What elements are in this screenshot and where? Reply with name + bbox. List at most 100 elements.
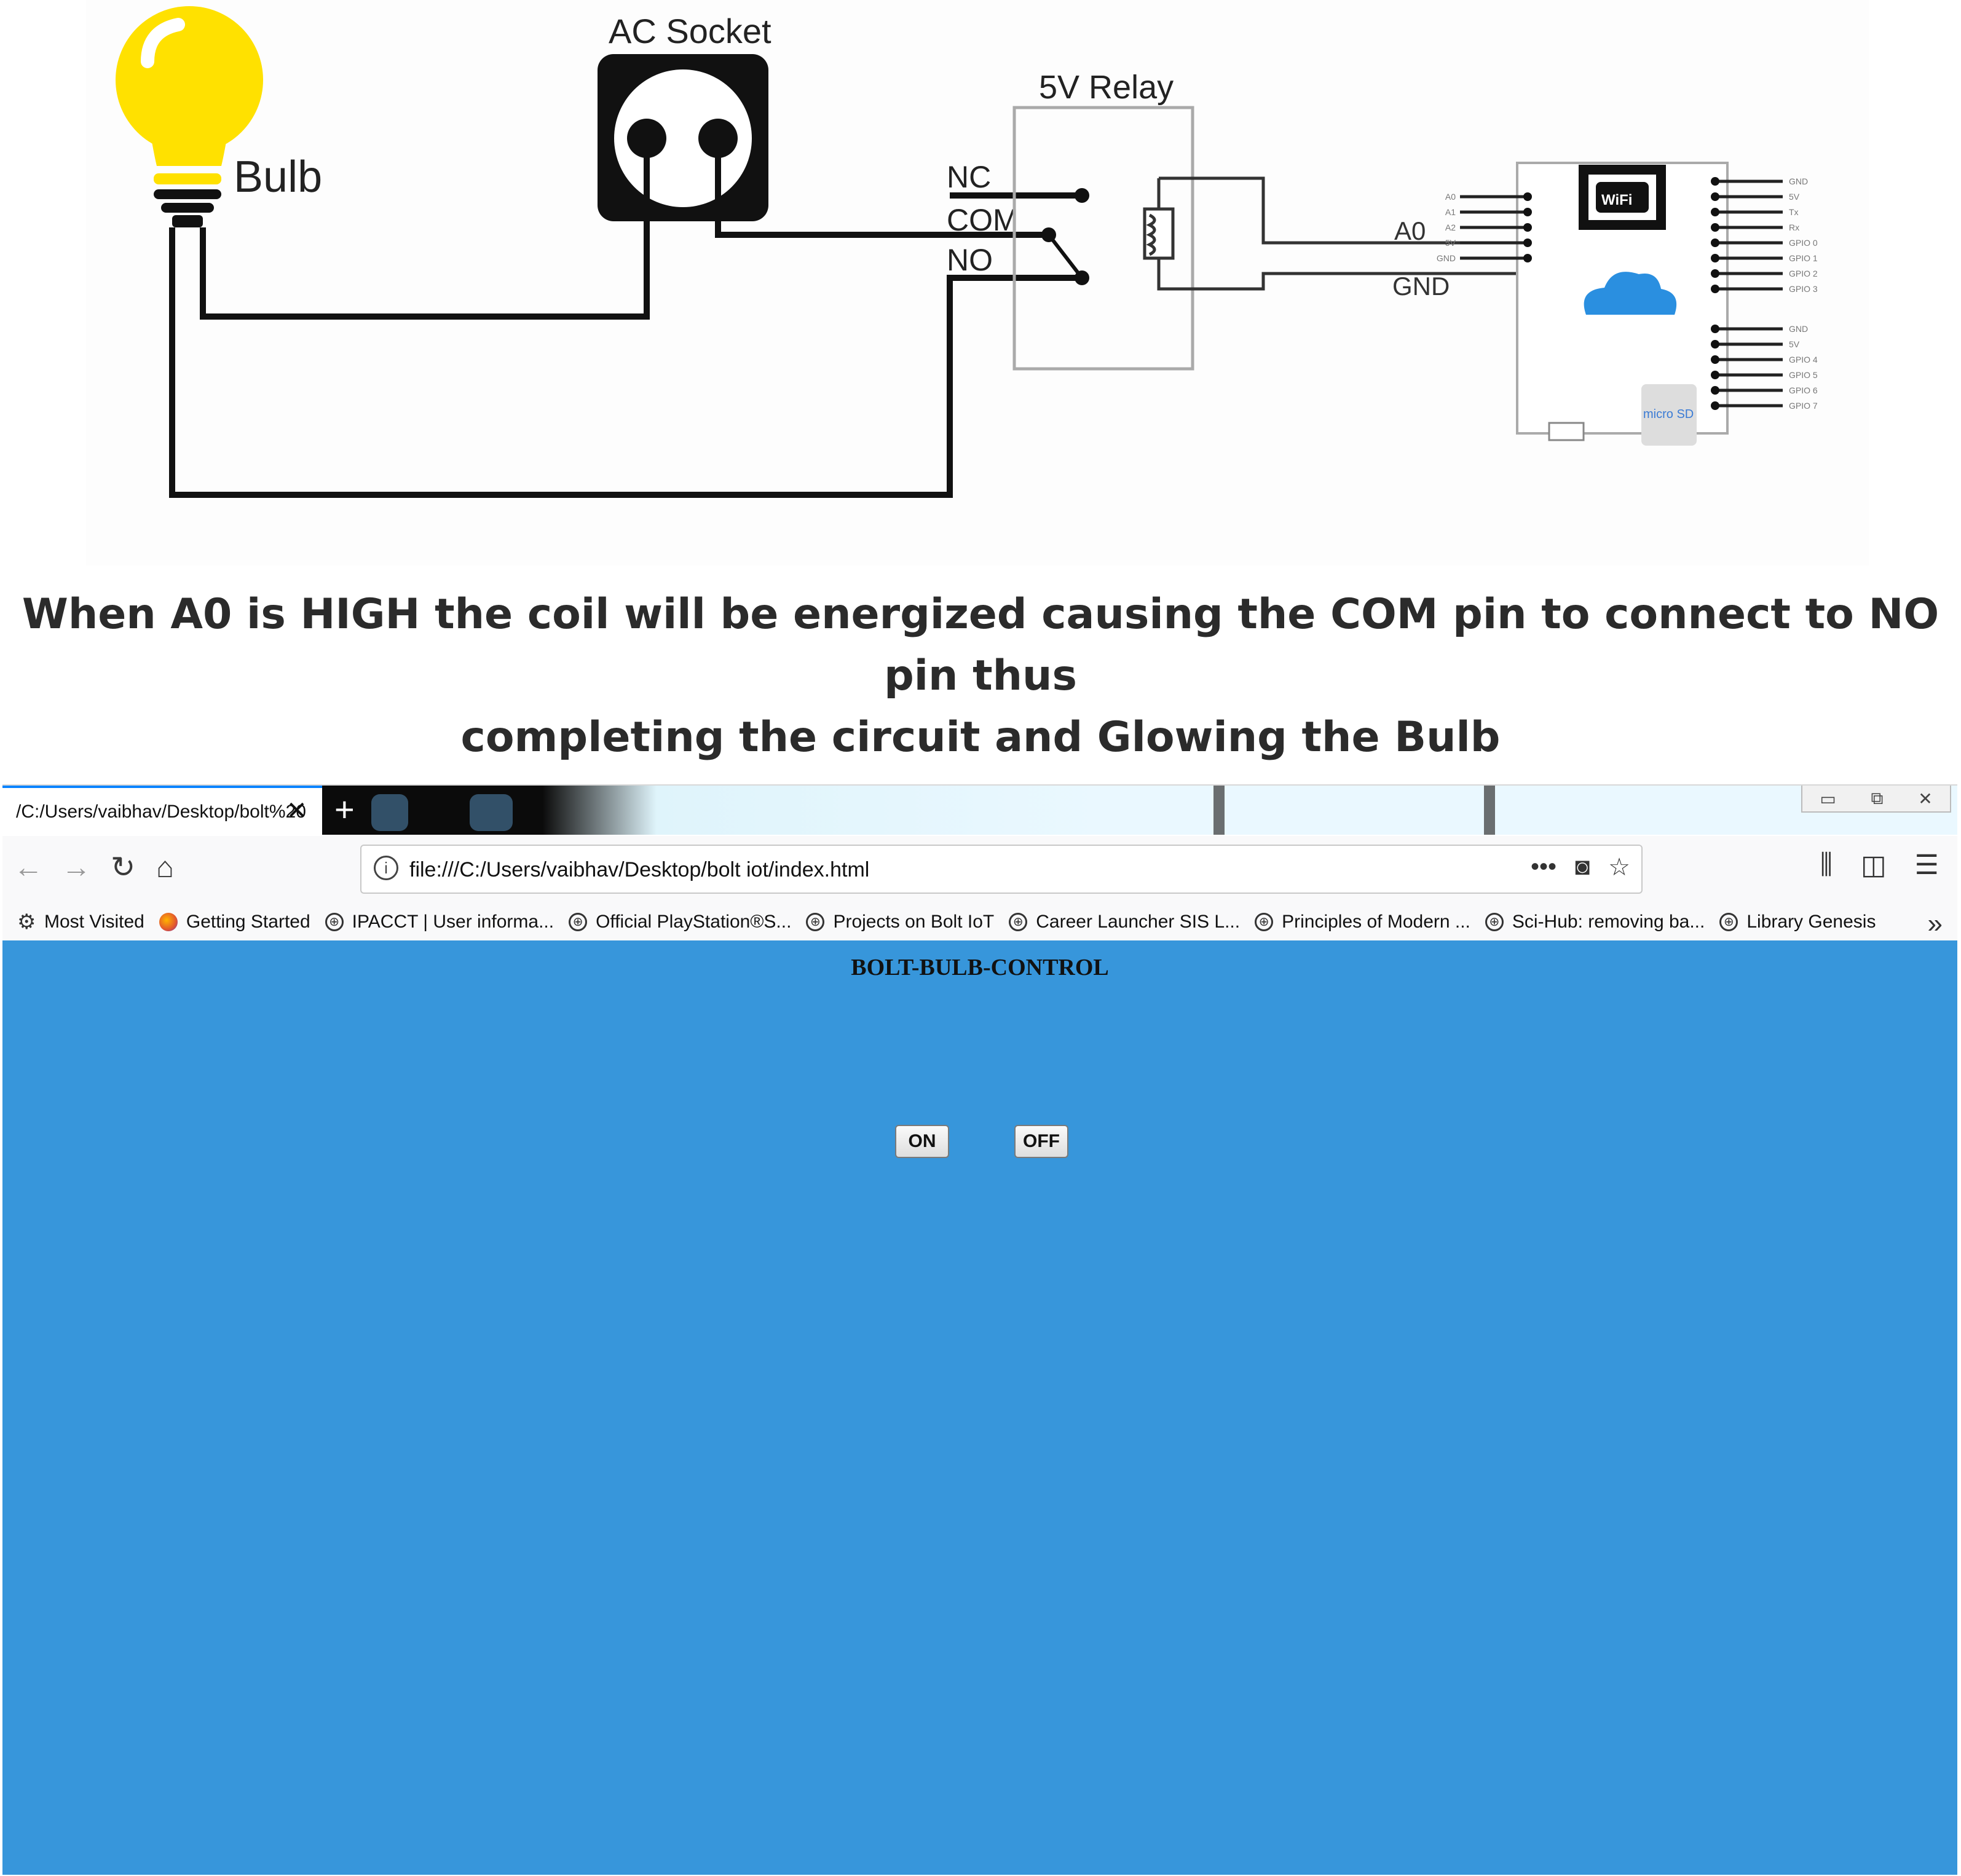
module-pin-dot: [1523, 238, 1532, 247]
a0-label: A0: [1394, 216, 1426, 245]
bookmark-getting-started[interactable]: Getting Started: [159, 912, 310, 932]
caption-line-1: When A0 is HIGH the coil will be energiz…: [22, 590, 1939, 700]
browser-tab-active[interactable]: /C:/Users/vaibhav/Desktop/bolt%20 ✕: [2, 786, 322, 836]
circuit-diagram: Bulb AC Socket NC COM NO 5V Relay A0 GND…: [86, 0, 1869, 566]
relay-coil: [1143, 176, 1525, 291]
sidebar-icon[interactable]: ◫: [1860, 850, 1887, 880]
module-pin-label: GPIO 0: [1789, 238, 1818, 248]
module-pin-dot: [1523, 192, 1532, 201]
bookmark-most-visited[interactable]: ⚙ Most Visited: [17, 912, 144, 932]
module-pin-label: GPIO 4: [1789, 355, 1818, 365]
reload-icon[interactable]: ↻: [111, 851, 136, 884]
on-button[interactable]: ON: [895, 1125, 949, 1158]
bookmarks-toolbar: ⚙ Most Visited Getting Started ⊕ IPACCT | …: [2, 904, 1957, 940]
bookmark-library-genesis[interactable]: ⊕Library Genesis: [1719, 912, 1876, 932]
module-pin-dot: [1711, 238, 1719, 247]
module-pin-dot: [1711, 340, 1719, 349]
bookmark-label: Principles of Modern ...: [1282, 912, 1470, 932]
socket-label: AC Socket: [609, 12, 771, 50]
library-icon[interactable]: ⫼: [1820, 849, 1833, 880]
module-pin-dot: [1711, 223, 1719, 232]
cloud-icon: [1584, 272, 1677, 315]
bookmark-star-icon[interactable]: ☆: [1608, 854, 1630, 881]
new-tab-button[interactable]: +: [334, 790, 355, 829]
module-pin-dot: [1711, 254, 1719, 262]
module-pin-dot: [1523, 254, 1532, 262]
menu-icon[interactable]: ☰: [1914, 850, 1939, 880]
tab-title: /C:/Users/vaibhav/Desktop/bolt%20: [16, 802, 306, 822]
restore-icon[interactable]: ⧉: [1871, 788, 1884, 808]
module-pin-dot: [1711, 192, 1719, 201]
module-pin-label: GND: [1789, 176, 1808, 186]
module-pin-dot: [1711, 355, 1719, 364]
module-pin-label: GPIO 1: [1789, 253, 1818, 263]
module-pin-dot: [1711, 371, 1719, 379]
home-icon[interactable]: ⌂: [156, 851, 174, 884]
globe-icon: ⊕: [325, 913, 344, 931]
back-icon[interactable]: ←: [14, 851, 43, 884]
url-text[interactable]: file:///C:/Users/vaibhav/Desktop/bolt io…: [409, 858, 870, 881]
tab-close-icon[interactable]: ✕: [286, 797, 307, 824]
gnd-label: GND: [1392, 272, 1450, 301]
minimize-icon[interactable]: ▭: [1820, 789, 1836, 808]
relay-label: 5V Relay: [1039, 69, 1174, 106]
module-pin-dot: [1711, 285, 1719, 293]
close-window-icon[interactable]: ✕: [1918, 789, 1933, 808]
bulb-icon: [116, 6, 263, 227]
module-pin-dot: [1711, 269, 1719, 278]
no-label: NO: [947, 243, 993, 277]
bookmark-label: Career Launcher SIS L...: [1036, 912, 1241, 932]
bookmark-label: Library Genesis: [1746, 912, 1876, 932]
bookmark-principles[interactable]: ⊕Principles of Modern ...: [1255, 912, 1470, 932]
globe-icon: ⊕: [806, 913, 825, 931]
module-pin-label: 5V: [1789, 192, 1800, 202]
globe-icon: ⊕: [569, 913, 588, 931]
module-pin-label: 5V: [1445, 238, 1456, 248]
module-pin-label: GND: [1789, 324, 1808, 334]
address-bar[interactable]: i file:///C:/Users/vaibhav/Desktop/bolt …: [360, 845, 1643, 894]
firefox-icon: [159, 913, 178, 931]
bookmark-career-launcher[interactable]: ⊕ Career Launcher SIS L...: [1009, 912, 1240, 932]
relay-box: [1012, 106, 1194, 371]
bookmark-bolt-iot[interactable]: ⊕ Projects on Bolt IoT: [806, 912, 994, 932]
window-controls: ▭ ⧉ ✕: [1801, 786, 1951, 813]
chevron-double-right-icon[interactable]: »: [1927, 908, 1943, 939]
page-actions-icon[interactable]: •••: [1530, 853, 1557, 880]
wifi-text: WiFi: [1601, 192, 1632, 208]
forward-icon[interactable]: →: [61, 851, 91, 884]
diagram-caption: When A0 is HIGH the coil will be energiz…: [0, 584, 1961, 768]
pocket-icon[interactable]: ◙: [1574, 853, 1590, 880]
nc-label: NC: [947, 160, 991, 194]
off-button[interactable]: OFF: [1014, 1125, 1068, 1158]
bookmark-label: Projects on Bolt IoT: [833, 912, 995, 932]
module-pin-label: GND: [1437, 253, 1456, 263]
module-pin-dot: [1711, 208, 1719, 216]
module-pin-label: GPIO 6: [1789, 385, 1818, 395]
navigation-toolbar: ← → ↻ ⌂ i file:///C:/Users/vaibhav/Deskt…: [2, 836, 1957, 904]
bookmark-ipacct[interactable]: ⊕ IPACCT | User informa...: [325, 912, 554, 932]
page-title: BOLT-BULB-CONTROL: [851, 955, 1109, 980]
tab-bar: /C:/Users/vaibhav/Desktop/bolt%20 ✕ + ▭ …: [2, 786, 1957, 836]
page-content: BOLT-BULB-CONTROL ON OFF: [2, 940, 1957, 1875]
module-pin-label: GPIO 5: [1789, 370, 1818, 380]
module-pin-dot: [1711, 386, 1719, 395]
bookmark-label: IPACCT | User informa...: [352, 912, 554, 932]
module-pin-label: 5V: [1789, 339, 1800, 349]
caption-line-2: completing the circuit and Glowing the B…: [460, 713, 1501, 762]
module-pin-label: A2: [1445, 223, 1456, 232]
bookmark-label: Most Visited: [44, 912, 144, 932]
module-pin-label: GPIO 3: [1789, 284, 1818, 294]
browser-window: /C:/Users/vaibhav/Desktop/bolt%20 ✕ + ▭ …: [2, 784, 1957, 1875]
sd-text: micro SD: [1643, 408, 1694, 421]
bookmark-sci-hub[interactable]: ⊕Sci-Hub: removing ba...: [1485, 912, 1705, 932]
site-info-icon[interactable]: i: [374, 856, 398, 880]
gear-icon: ⚙: [17, 910, 36, 934]
module-pin-label: A1: [1445, 207, 1456, 217]
bookmark-playstation[interactable]: ⊕ Official PlayStation®S...: [569, 912, 791, 932]
com-label: COM: [947, 203, 1019, 237]
bookmark-label: Official PlayStation®S...: [596, 912, 792, 932]
globe-icon: ⊕: [1009, 913, 1028, 931]
module-pin-label: GPIO 7: [1789, 401, 1818, 411]
